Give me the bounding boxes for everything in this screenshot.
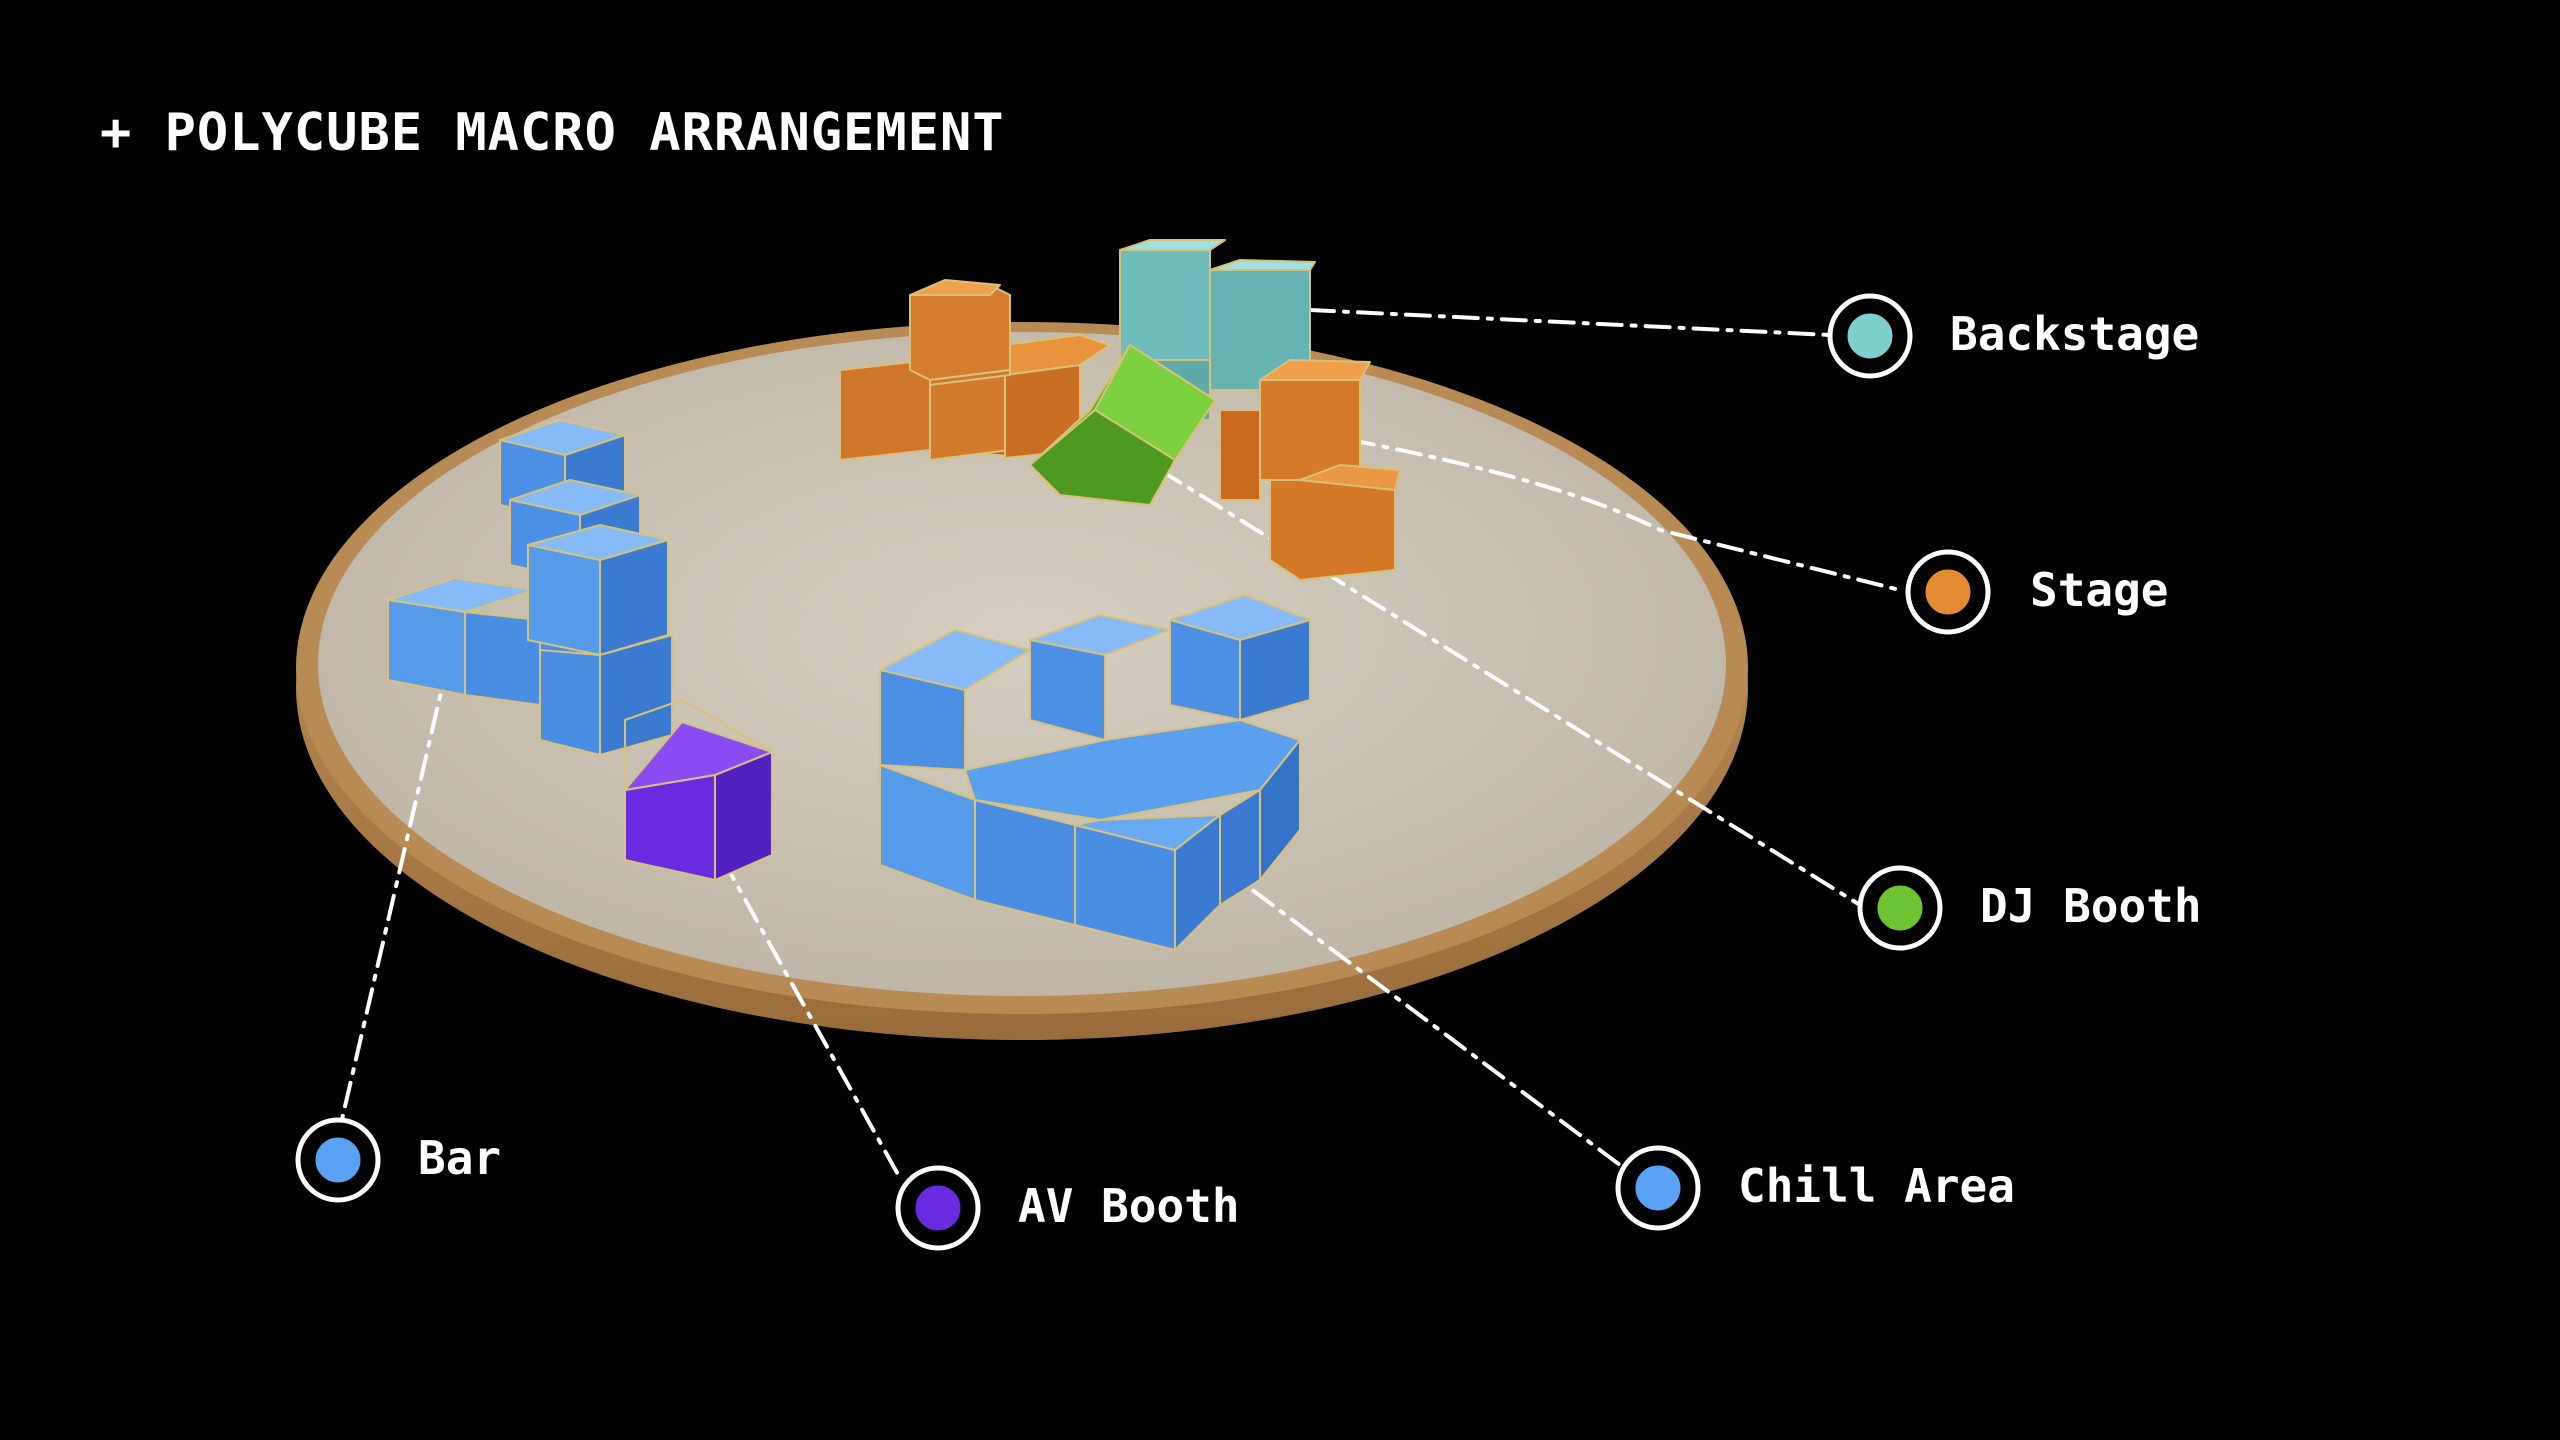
dj-booth-marker-dot — [1874, 882, 1926, 934]
leader-line-chill-area — [1213, 860, 1622, 1167]
page-title: + POLYCUBE MACRO ARRANGEMENT — [100, 103, 1005, 163]
stage-marker-dot — [1922, 566, 1974, 618]
dj-booth-cube — [1029, 344, 1216, 506]
callout-label-backstage: Backstage — [1950, 307, 2199, 361]
stage-cubes-back — [839, 279, 1111, 461]
leader-line-bar — [338, 660, 450, 1130]
leader-line-dj-booth — [1158, 468, 1862, 907]
bar-cubes — [387, 419, 673, 756]
stage-cubes-front — [1219, 359, 1401, 581]
chill-area-cubes — [879, 594, 1311, 951]
callout-stage: Stage — [1905, 549, 2168, 635]
av-booth-marker-dot — [912, 1182, 964, 1234]
callout-chill-area: Chill Area — [1615, 1145, 2015, 1231]
callout-dj-booth: DJ Booth — [1857, 865, 2202, 951]
backstage-marker-dot — [1844, 310, 1896, 362]
chill-area-marker-dot — [1632, 1162, 1684, 1214]
av-booth-cube — [624, 699, 773, 881]
callout-label-dj-booth: DJ Booth — [1980, 879, 2202, 933]
callout-backstage: Backstage — [1827, 293, 2199, 379]
callout-bar: Bar — [295, 1117, 501, 1203]
bar-marker-dot — [312, 1134, 364, 1186]
callout-av-booth: AV Booth — [895, 1165, 1240, 1251]
leader-line-av-booth — [720, 856, 902, 1180]
leader-line-backstage — [1308, 308, 1832, 337]
callout-label-stage: Stage — [2030, 563, 2168, 617]
leader-lines — [338, 308, 1902, 1180]
callout-label-av-booth: AV Booth — [1018, 1179, 1240, 1233]
leader-line-stage — [1348, 438, 1902, 592]
callout-label-bar: Bar — [418, 1131, 501, 1185]
callout-label-chill-area: Chill Area — [1738, 1159, 2015, 1213]
